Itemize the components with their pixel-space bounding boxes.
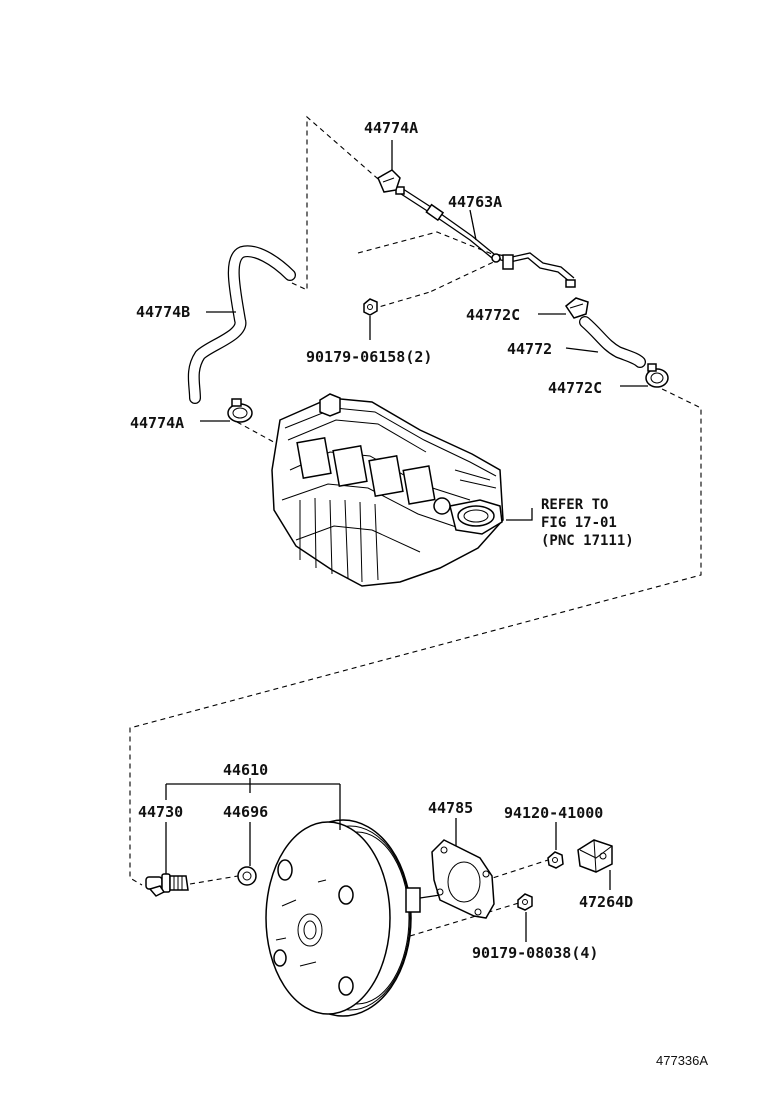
reference-line-3: (PNC 17111) xyxy=(541,533,634,549)
label-44772: 44772 xyxy=(507,340,552,358)
grommet-44696 xyxy=(237,866,257,886)
gasket-44785 xyxy=(431,839,495,919)
label-44696: 44696 xyxy=(223,803,268,821)
label-44774B: 44774B xyxy=(136,303,190,321)
label-44774A-top: 44774A xyxy=(364,119,418,137)
hose-44774B xyxy=(187,245,296,404)
nut-90179-08038 xyxy=(517,893,533,911)
hose-44772 xyxy=(579,316,646,368)
label-90179-08038: 90179-08038(4) xyxy=(472,944,598,962)
label-44774A-left: 44774A xyxy=(130,414,184,432)
nut-94120-41000 xyxy=(547,851,564,869)
label-44610: 44610 xyxy=(223,761,268,779)
clamp-44774A-left xyxy=(227,398,253,423)
nut-90179-06158 xyxy=(363,298,378,316)
label-44772C-bottom: 44772C xyxy=(548,379,602,397)
intake-manifold xyxy=(271,393,504,587)
bracket-47264D xyxy=(577,839,613,873)
label-44763A: 44763A xyxy=(448,193,502,211)
label-44730: 44730 xyxy=(138,803,183,821)
leader-lines xyxy=(165,140,648,942)
label-44772C-top: 44772C xyxy=(466,306,520,324)
pipe-44763A xyxy=(395,186,576,288)
clamp-44772C-bottom xyxy=(645,363,669,388)
label-90179-06158: 90179-06158(2) xyxy=(306,348,432,366)
check-valve-44730 xyxy=(145,873,189,897)
dashed-connection-lines xyxy=(129,115,702,937)
label-47264D: 47264D xyxy=(579,893,633,911)
label-44785: 44785 xyxy=(428,799,473,817)
document-id: 477336A xyxy=(656,1053,708,1068)
label-94120-41000: 94120-41000 xyxy=(504,804,603,822)
clamp-44772C-top xyxy=(564,297,589,319)
brake-booster xyxy=(265,819,441,1017)
clamp-44774A-top xyxy=(377,169,401,193)
reference-line-2: FIG 17-01 xyxy=(541,515,617,531)
reference-line-1: REFER TO xyxy=(541,497,608,513)
